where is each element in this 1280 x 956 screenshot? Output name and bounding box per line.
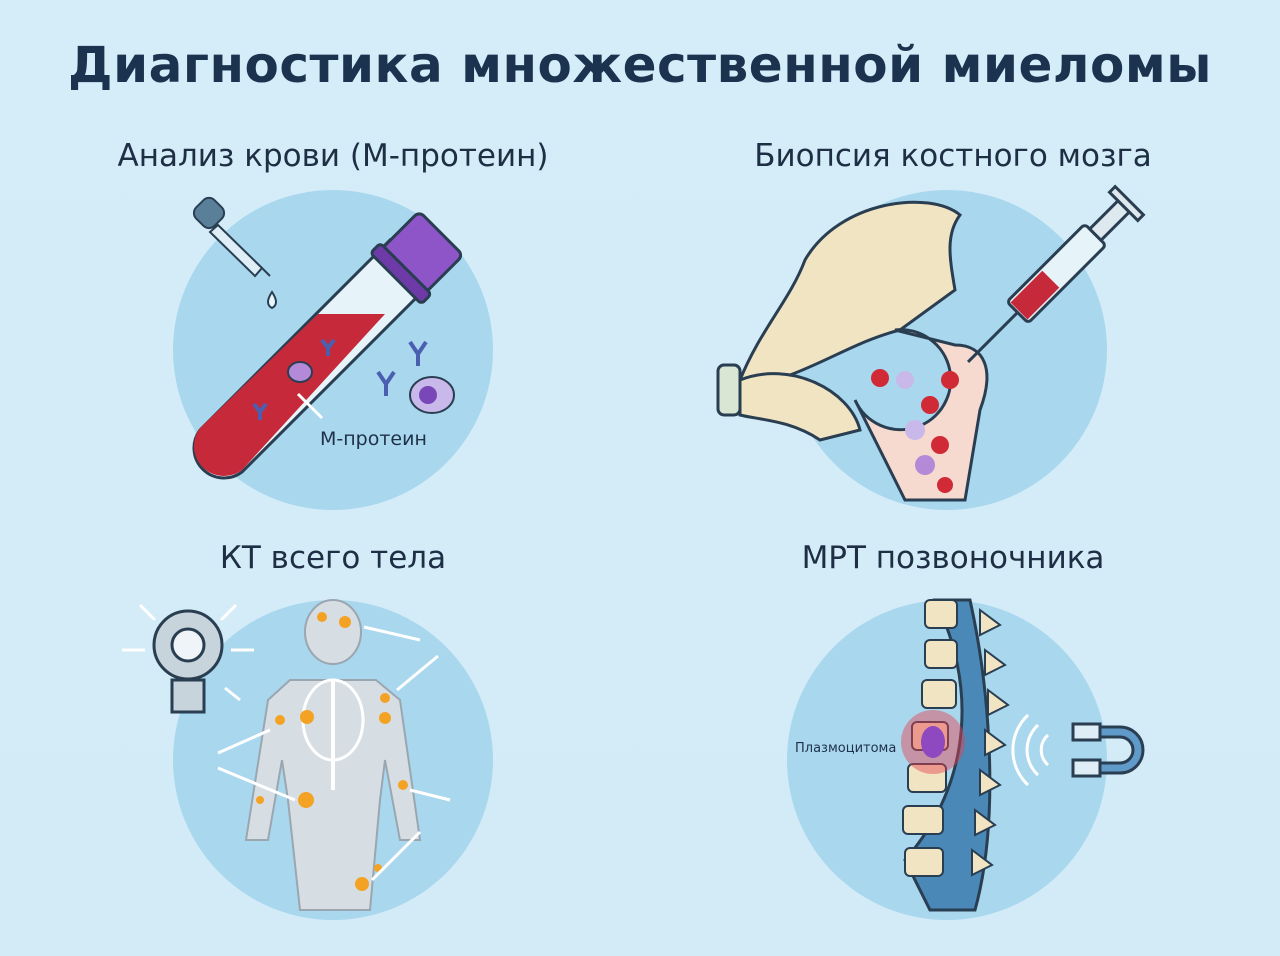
page-title: Диагностика множественной миеломы: [68, 36, 1212, 94]
bone-marrow-cells-icon: [853, 328, 989, 502]
m-protein-label: М-протеин: [320, 428, 427, 450]
arrow-icon: [296, 392, 324, 420]
signal-waves-icon: [1011, 713, 1050, 787]
ct-scanner-icon: [122, 603, 254, 714]
arrow-icons: [217, 625, 451, 882]
antibody-icon: [252, 338, 428, 420]
magnet-icon: [1071, 722, 1145, 778]
skeleton-icon: [244, 598, 422, 911]
plasmacytoma-label: Плазмоцитома: [795, 741, 896, 756]
heading-blood-test: Анализ крови (М-протеин): [117, 138, 549, 174]
panel-circle-mri: [787, 600, 1107, 920]
pipette-icon: [192, 196, 277, 310]
heading-mri: МРТ позвоночника: [801, 540, 1105, 576]
heading-bone-marrow-biopsy: Биопсия костного мозга: [754, 138, 1152, 174]
lesion-spot-icon: [256, 612, 408, 891]
test-tube-icon: [192, 212, 463, 480]
pelvis-bone-icon: [716, 200, 963, 442]
heading-ct: КТ всего тела: [219, 540, 447, 576]
plasma-cell-icon: [409, 376, 455, 414]
syringe-icon: [967, 184, 1146, 363]
spine-icon: [901, 598, 1010, 912]
